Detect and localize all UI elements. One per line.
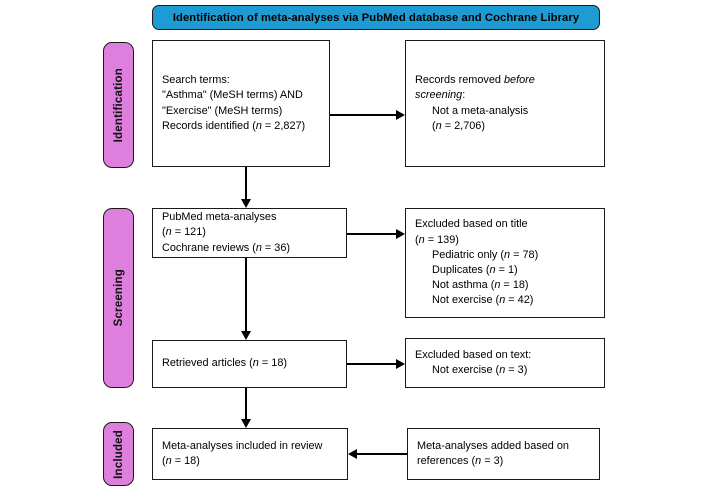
exc-reason-pediatric-post: = 78) bbox=[510, 248, 539, 261]
retrieved-pre: Retrieved articles ( bbox=[162, 357, 253, 370]
connector-pubmed-to-retrieved bbox=[245, 258, 247, 332]
connector-search-to-pubmed bbox=[245, 167, 247, 200]
removed-line-1-pre: Records removed bbox=[415, 74, 504, 87]
removed-line-2: screening: bbox=[415, 88, 595, 103]
cochrane-count-post: = 36) bbox=[261, 241, 291, 254]
exc-title-line-1: Excluded based on title bbox=[415, 218, 528, 231]
pubmed-count-post: = 121) bbox=[171, 226, 206, 239]
added-line-1: Meta-analyses added based on bbox=[417, 439, 569, 452]
included-count: (n = 18) bbox=[162, 454, 338, 469]
cochrane-count: Cochrane reviews (n = 36) bbox=[162, 241, 337, 256]
retrieved-n: n bbox=[252, 357, 259, 370]
pubmed-count: (n = 121) bbox=[162, 225, 337, 240]
search-records-n: n bbox=[255, 119, 262, 132]
exc-reason-not-exercise: Not exercise (n = 42) bbox=[415, 293, 595, 308]
connector-search-to-removed bbox=[330, 114, 397, 116]
phase-label-included: Included bbox=[103, 422, 134, 486]
exc-text-line-1: Excluded based on text: bbox=[415, 348, 532, 361]
arrowhead-right-search-to-removed bbox=[396, 110, 405, 120]
added-count: references (n = 3) bbox=[417, 454, 590, 469]
exc-text-reason-post: = 3) bbox=[505, 364, 528, 376]
phase-label-identification-text: Identification bbox=[112, 67, 125, 143]
box-meta-analyses-included: Meta-analyses included in review (n = 18… bbox=[152, 428, 348, 480]
exc-reason-not-asthma-pre: Not asthma ( bbox=[432, 279, 495, 292]
box-retrieved-articles: Retrieved articles (n = 18) bbox=[152, 340, 347, 388]
box-pubmed-meta-analyses: PubMed meta-analyses (n = 121) Cochrane … bbox=[152, 208, 347, 258]
diagram-header-banner: Identification of meta-analyses via PubM… bbox=[152, 5, 600, 30]
search-line-3: "Exercise" (MeSH terms) bbox=[162, 104, 283, 117]
arrowhead-left-added-to-included bbox=[348, 449, 357, 459]
arrowhead-down-search-to-pubmed bbox=[241, 199, 251, 208]
removed-line-2-em: screening bbox=[415, 89, 463, 102]
exc-text-reason-pre: Not exercise ( bbox=[432, 364, 500, 376]
arrowhead-down-pubmed-to-retrieved bbox=[241, 331, 251, 340]
exc-reason-not-asthma: Not asthma (n = 18) bbox=[415, 278, 595, 293]
pubmed-line-1: PubMed meta-analyses bbox=[162, 211, 277, 224]
connector-pubmed-to-excluded-title bbox=[347, 233, 397, 235]
box-excluded-based-on-title: Excluded based on title (n = 139) Pediat… bbox=[405, 208, 605, 318]
arrowhead-down-retrieved-to-included bbox=[241, 419, 251, 428]
exc-title-count-pre: ( bbox=[415, 233, 419, 246]
exc-reason-not-asthma-n: n bbox=[494, 279, 501, 292]
search-line-2: "Asthma" (MeSH terms) AND bbox=[162, 89, 303, 102]
search-records-identified: Records identified (n = 2,827) bbox=[162, 119, 320, 134]
arrowhead-right-pubmed-to-excluded-title bbox=[396, 229, 405, 239]
removed-count-post: = 2,706) bbox=[441, 119, 485, 132]
exc-reason-duplicates: Duplicates (n = 1) bbox=[415, 263, 595, 278]
exc-title-count-post: = 139) bbox=[424, 233, 459, 246]
exc-reason-not-exercise-n: n bbox=[499, 294, 506, 307]
removed-line-1: Records removed before bbox=[415, 73, 595, 88]
connector-retrieved-to-excluded-text bbox=[347, 363, 397, 365]
cochrane-count-n: n bbox=[255, 241, 262, 254]
box-meta-analyses-added: Meta-analyses added based on references … bbox=[407, 428, 600, 480]
exc-title-count-n: n bbox=[418, 233, 425, 246]
exc-title-count: (n = 139) bbox=[415, 233, 595, 248]
diagram-header-title: Identification of meta-analyses via PubM… bbox=[172, 11, 580, 24]
added-count-post: = 3) bbox=[481, 455, 504, 467]
search-records-pre: Records identified ( bbox=[162, 119, 256, 132]
phase-label-included-text: Included bbox=[112, 429, 125, 479]
included-count-post: = 18) bbox=[171, 455, 200, 467]
removed-count-pre: ( bbox=[432, 119, 436, 132]
arrowhead-right-retrieved-to-excluded-text bbox=[396, 359, 405, 369]
exc-text-reason: Not exercise (n = 3) bbox=[415, 363, 595, 378]
box-excluded-based-on-text: Excluded based on text: Not exercise (n … bbox=[405, 338, 605, 388]
included-count-pre: ( bbox=[162, 455, 166, 467]
added-count-pre: references ( bbox=[417, 455, 476, 467]
added-count-n: n bbox=[475, 455, 482, 467]
removed-reason-count: (n = 2,706) bbox=[415, 119, 595, 134]
phase-label-identification: Identification bbox=[103, 42, 134, 168]
exc-reason-duplicates-n: n bbox=[489, 264, 496, 276]
connector-retrieved-to-included bbox=[245, 388, 247, 420]
included-line-1: Meta-analyses included in review bbox=[162, 439, 323, 452]
exc-reason-duplicates-post: = 1) bbox=[495, 264, 518, 276]
exc-reason-pediatric-pre: Pediatric only ( bbox=[432, 248, 505, 261]
phase-label-screening: Screening bbox=[103, 208, 134, 388]
retrieved-post: = 18) bbox=[258, 357, 288, 370]
search-records-post: = 2,827) bbox=[261, 119, 306, 132]
search-line-1: Search terms: bbox=[162, 74, 230, 87]
included-count-n: n bbox=[165, 455, 172, 467]
exc-reason-not-exercise-pre: Not exercise ( bbox=[432, 294, 500, 307]
exc-reason-pediatric: Pediatric only (n = 78) bbox=[415, 248, 595, 263]
removed-reason-label: Not a meta-analysis bbox=[432, 104, 529, 117]
exc-reason-duplicates-pre: Duplicates ( bbox=[432, 264, 490, 276]
box-search-terms: Search terms: "Asthma" (MeSH terms) AND … bbox=[152, 40, 330, 167]
exc-reason-not-exercise-post: = 42) bbox=[505, 294, 534, 307]
exc-text-reason-n: n bbox=[499, 364, 506, 376]
phase-label-screening-text: Screening bbox=[112, 269, 125, 327]
pubmed-count-n: n bbox=[165, 226, 172, 239]
cochrane-count-pre: Cochrane reviews ( bbox=[162, 241, 256, 254]
removed-line-2-post: : bbox=[462, 89, 466, 102]
exc-reason-pediatric-n: n bbox=[504, 248, 511, 261]
pubmed-count-pre: ( bbox=[162, 226, 166, 239]
box-records-removed: Records removed before screening: Not a … bbox=[405, 40, 605, 167]
removed-line-1-em: before bbox=[503, 74, 535, 87]
removed-count-n: n bbox=[435, 119, 442, 132]
exc-reason-not-asthma-post: = 18) bbox=[500, 279, 529, 292]
connector-added-to-included bbox=[356, 453, 407, 455]
retrieved-line-1: Retrieved articles (n = 18) bbox=[162, 356, 337, 371]
